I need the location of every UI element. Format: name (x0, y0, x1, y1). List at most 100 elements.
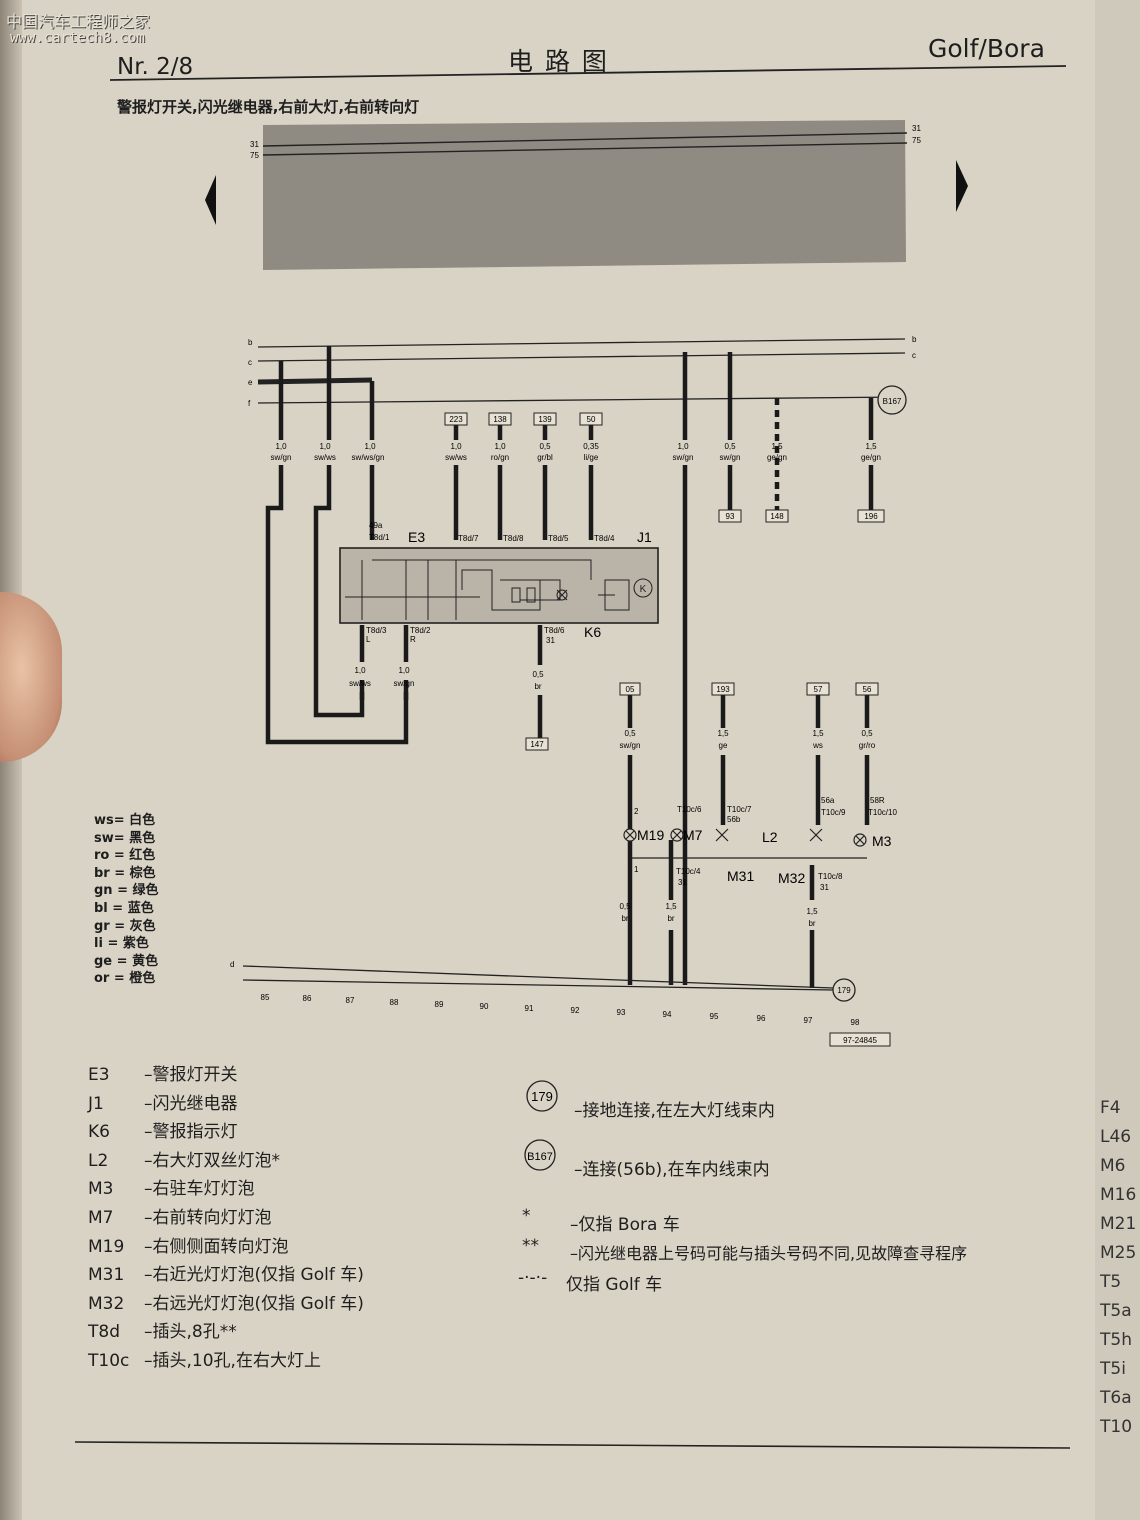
wire-size: 0,5 (724, 442, 736, 451)
wire-color: sw/ws (445, 453, 467, 462)
component-entry: M19 –右侧侧面转向灯泡 (88, 1232, 364, 1261)
bus-e-thick (257, 377, 373, 385)
color-legend-item: gn = 绿色 (94, 883, 159, 899)
note-ground-text: –接地连接,在左大灯线束内 (574, 1101, 775, 1121)
component-entry: T10c–插头,10孔,在右大灯上 (88, 1346, 364, 1375)
component-list: E3–警报灯开关 J1–闪光继电器 K6–警报指示灯 L2–右大灯双丝灯泡* M… (88, 1060, 364, 1375)
component-entry: K6 –警报指示灯 (88, 1117, 364, 1146)
component-desc: –右远光灯灯泡(仅指 Golf 车) (144, 1293, 364, 1314)
bus-75-label-right: 75 (912, 136, 921, 145)
lamp-m19: M19 (637, 827, 664, 843)
previous-page-arrow-icon[interactable] (205, 175, 216, 225)
wire-color: sw/ws/gn (352, 453, 385, 462)
ground-179-symbol (832, 978, 856, 1002)
component-entry: E3–警报灯开关 (88, 1060, 364, 1089)
component-e3-label: E3 (408, 529, 425, 545)
watermark-url: www.cartech8.com (10, 30, 145, 46)
top-ref-boxes (444, 412, 885, 751)
component-desc: –右大灯双丝灯泡* (144, 1150, 280, 1171)
wire-color: br (534, 682, 541, 691)
color-legend-item: sw= 黑色 (94, 830, 156, 846)
lamp-symbols (623, 828, 867, 847)
wire-size: 0,35 (583, 442, 599, 451)
component-code: L2 (88, 1150, 109, 1171)
component-j1-label: J1 (637, 529, 652, 545)
component-entry: M31–右近光灯灯泡(仅指 Golf 车) (88, 1260, 364, 1289)
ref-56: 56 (863, 685, 872, 694)
component-code: M19 (88, 1236, 125, 1257)
component-desc: –右侧侧面转向灯泡 (144, 1236, 289, 1257)
component-code: T8d (88, 1322, 120, 1343)
bus-75 (262, 142, 908, 156)
column-number: 93 (617, 1008, 626, 1017)
pin-label: 2 (634, 807, 639, 816)
ref-50: 50 (587, 415, 596, 424)
column-number: 92 (571, 1006, 580, 1015)
component-code: M31 (88, 1265, 125, 1286)
pin-label: T8d/3 (366, 626, 387, 635)
lamp-m3: M3 (872, 833, 892, 849)
index-item: L46 (1100, 1127, 1132, 1147)
bus-b-label-right: b (912, 335, 917, 344)
index-item: T10 (1100, 1417, 1133, 1437)
pin-label: T8d/2 (410, 626, 431, 635)
color-legend-item: ge = 黄色 (94, 953, 159, 969)
index-item: T5a (1100, 1301, 1132, 1321)
next-page-arrow-icon[interactable] (956, 160, 968, 212)
wire-size: 1,5 (771, 442, 783, 451)
component-entry: T8d –插头,8孔** (88, 1317, 364, 1346)
pin-label: T8d/6 (544, 626, 565, 635)
component-code: T10c (88, 1350, 130, 1371)
ref-193: 193 (716, 685, 730, 694)
pin-label: T8d/1 (369, 533, 390, 542)
ref-57: 57 (814, 685, 823, 694)
pin-label: 31 (820, 883, 829, 892)
wire-size: 1,0 (275, 442, 287, 451)
component-code: M3 (88, 1179, 114, 1200)
component-entry: L2 –右大灯双丝灯泡* (88, 1146, 364, 1175)
ref-147: 147 (530, 740, 544, 749)
bus-31-label-left: 31 (250, 140, 259, 149)
relay-switch-module (339, 547, 659, 624)
column-number: 88 (390, 998, 399, 1007)
component-entry: M3–右驻车灯灯泡 (88, 1174, 364, 1203)
ref-93: 93 (726, 512, 735, 521)
pin-label: 58R (870, 796, 885, 805)
color-legend-item: gr = 灰色 (94, 918, 156, 934)
wire-color: br (667, 914, 674, 923)
module-internal-circuit: K (345, 559, 653, 620)
note-b167-symbol (524, 1139, 556, 1171)
column-number: 85 (261, 993, 270, 1002)
wire-color: sw/gn (394, 679, 415, 688)
drawing-number: 97-24845 (843, 1036, 877, 1045)
wire-size: 1,5 (717, 729, 729, 738)
wire-size: 1,0 (354, 666, 366, 675)
wire-size: 1,0 (677, 442, 689, 451)
pin-label: T8d/5 (548, 534, 569, 543)
component-code: K6 (88, 1122, 110, 1143)
column-number: 96 (757, 1014, 766, 1023)
wire-labels-lower: 1,0 sw/ws 1,0 sw/gn 0,5 br 0,5 sw/gn 1,5… (349, 666, 876, 928)
wire-size: 0,5 (532, 670, 544, 679)
component-desc: –右前转向灯灯泡 (144, 1207, 272, 1228)
wire-color: ro/gn (491, 453, 509, 462)
pin-label: T8d/4 (594, 534, 615, 543)
column-number: 87 (346, 996, 355, 1005)
wire-color: br (621, 914, 628, 923)
ref-148: 148 (770, 512, 784, 521)
pin-label: 31 (678, 878, 687, 887)
top-ref-labels: 223 138 139 50 93 148 196 147 05 193 57 … (449, 415, 878, 749)
note-star-text: –仅指 Bora 车 (570, 1215, 680, 1235)
index-item: M6 (1100, 1156, 1126, 1176)
wire-color: sw/ws (349, 679, 371, 688)
lamp-m31: M31 (727, 868, 754, 884)
component-desc: –警报指示灯 (144, 1122, 238, 1143)
lamp-m7: M7 (683, 827, 703, 843)
component-desc: –插头,8孔** (144, 1322, 237, 1343)
wire-labels-top: 1,0 sw/gn 1,0 sw/ws 1,0 sw/ws/gn 1,0 sw/… (271, 442, 881, 462)
bus-b-label: b (248, 338, 253, 347)
wire-size: 1,5 (665, 902, 677, 911)
pin-label: T10c/9 (821, 808, 846, 817)
pin-label: T10c/7 (727, 805, 752, 814)
wire-color: sw/gn (720, 453, 741, 462)
